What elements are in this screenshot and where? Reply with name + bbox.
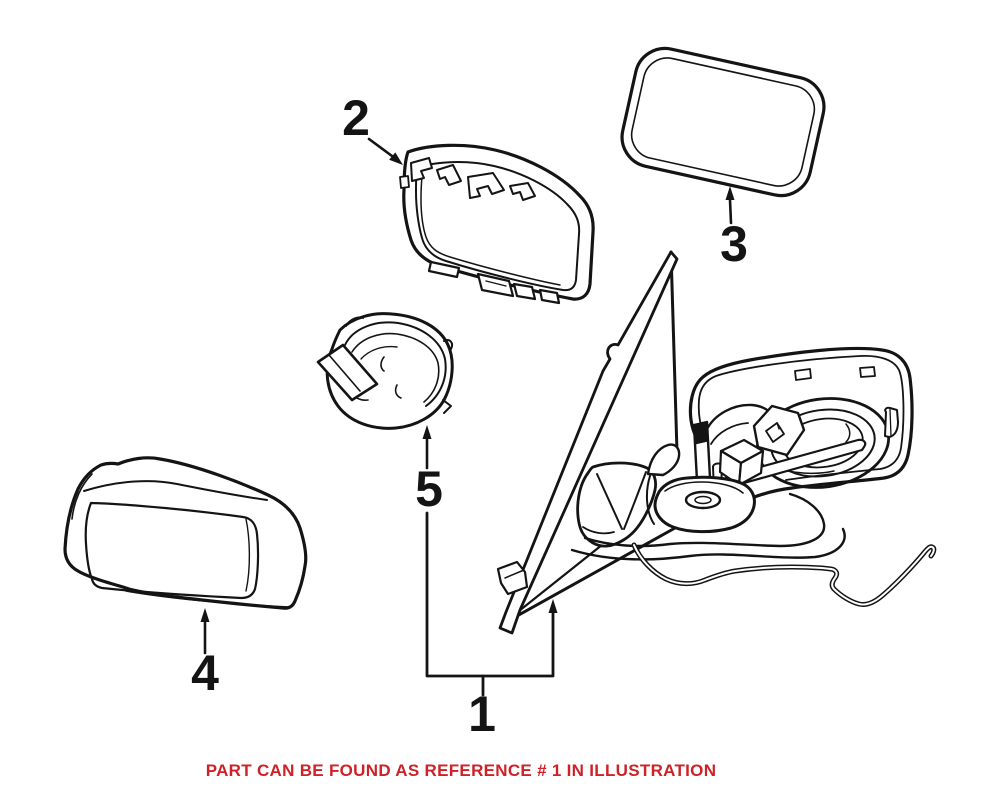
caption-text: PART CAN BE FOUND AS REFERENCE # 1 IN IL… xyxy=(205,761,717,780)
frame-clip xyxy=(410,157,433,182)
frame-tab xyxy=(538,288,561,305)
frame-tab xyxy=(476,272,515,298)
mirror-glass-drawing xyxy=(620,46,826,198)
wiring-harness xyxy=(631,542,937,607)
actuator-bar xyxy=(738,438,867,486)
frame-clip xyxy=(509,182,536,201)
callout-3-label: 3 xyxy=(720,216,748,272)
callout-leaders xyxy=(200,137,735,697)
sail-panel-peg xyxy=(496,560,529,596)
callout-1-label: 1 xyxy=(468,686,496,742)
frame-tab xyxy=(427,260,461,279)
callout-2-label: 2 xyxy=(342,90,370,146)
frame-tab xyxy=(512,282,537,301)
mirror-assembly-drawing xyxy=(496,250,937,635)
mirror-frame-drawing xyxy=(399,143,595,305)
callout-4-label: 4 xyxy=(191,645,219,701)
mirror-cap-drawing xyxy=(63,456,308,610)
mirror-motor-drawing xyxy=(316,312,454,430)
frame-clip xyxy=(467,172,505,199)
frame-clip xyxy=(436,164,462,186)
callout-5-label: 5 xyxy=(415,461,443,517)
sail-panel-edge xyxy=(498,250,679,635)
